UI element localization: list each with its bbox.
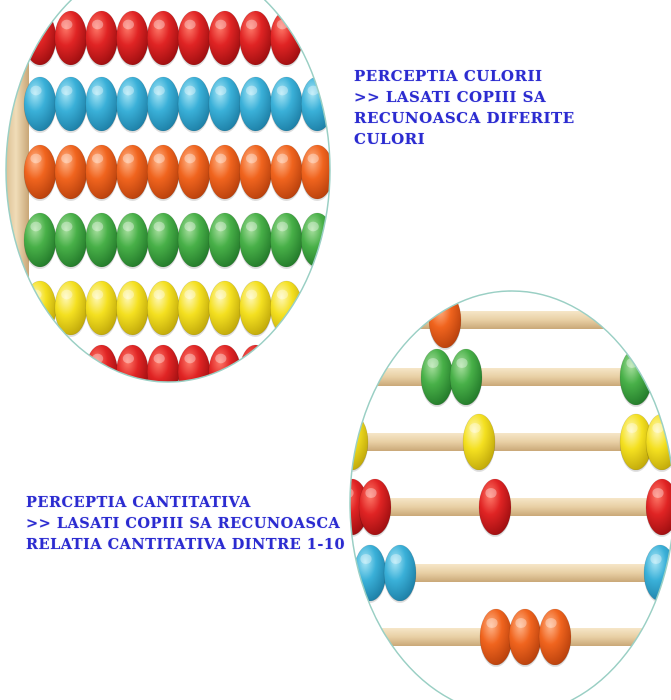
green-bead (619, 348, 653, 407)
orange-bead (270, 144, 303, 201)
blue-bead (270, 76, 303, 133)
yellow-bead (146, 280, 180, 337)
yellow-bead (300, 280, 330, 337)
orange-bead (479, 608, 513, 667)
green-bead (208, 212, 242, 269)
blue-bead (208, 76, 242, 133)
green-bead (300, 212, 330, 269)
red-bead (54, 10, 88, 67)
caption-line: >> LASATI COPIII SA (354, 88, 547, 106)
red-bead (54, 344, 88, 382)
red-bead (116, 10, 149, 67)
red-bead (23, 344, 57, 382)
yellow-bead (54, 280, 88, 337)
green-bead (146, 212, 180, 269)
blue-bead (116, 76, 149, 133)
yellow-bead (350, 413, 369, 472)
color-perception-caption: PERCEPTIA CULORII >> LASATI COPIII SA RE… (354, 66, 575, 150)
red-bead (177, 344, 211, 382)
blue-bead (85, 76, 118, 133)
yellow-bead (116, 280, 149, 337)
green-bead (270, 212, 303, 269)
orange-bead (23, 144, 57, 201)
red-bead (239, 344, 272, 382)
caption-line: PERCEPTIA CULORII (354, 67, 543, 85)
red-bead (85, 10, 118, 67)
bottom-closeup-outline (349, 290, 671, 700)
green-bead (420, 348, 454, 407)
caption-line: PERCEPTIA CANTITATIVA (26, 494, 251, 511)
blue-bead (177, 76, 211, 133)
red-bead (85, 344, 118, 382)
caption-line: >> LASATI COPIII SA RECUNOASCA (26, 515, 341, 532)
orange-bead (85, 144, 118, 201)
caption-line: CULORI (354, 130, 426, 148)
orange-bead (177, 144, 211, 201)
green-bead (23, 212, 57, 269)
orange-bead (146, 144, 180, 201)
yellow-bead (619, 413, 653, 472)
red-bead (645, 478, 671, 537)
wooden-rod-row (350, 608, 671, 667)
orange-bead-row (23, 144, 330, 201)
quantity-perception-caption: PERCEPTIA CANTITATIVA >> LASATI COPIII S… (26, 492, 345, 555)
top-closeup-outline (5, 0, 331, 383)
orange-bead (300, 144, 330, 201)
wooden-rod-row (350, 478, 671, 537)
green-bead (449, 348, 483, 407)
green-bead (116, 212, 149, 269)
red-bead (300, 344, 330, 382)
red-bead (239, 10, 272, 67)
red-bead (270, 10, 303, 67)
wooden-frame (6, 0, 29, 382)
blue-bead (383, 544, 417, 603)
blue-bead (146, 76, 180, 133)
yellow-bead (462, 413, 496, 472)
red-bead (270, 344, 303, 382)
blue-bead-row (23, 76, 330, 133)
orange-bead (208, 144, 242, 201)
yellow-bead (85, 280, 118, 337)
caption-line: RELATIA CANTITATIVA DINTRE 1-10 (26, 536, 346, 553)
yellow-bead (208, 280, 242, 337)
blue-bead (23, 76, 57, 133)
blue-bead (54, 76, 88, 133)
yellow-bead (177, 280, 211, 337)
red-bead (177, 10, 211, 67)
top-abacus-closeup (6, 0, 330, 382)
orange-bead (54, 144, 88, 201)
caption-line: RECUNOASCA DIFERITE (354, 109, 575, 127)
blue-bead (239, 76, 272, 133)
yellow-bead (239, 280, 272, 337)
red-bead (358, 478, 392, 537)
green-bead (54, 212, 88, 269)
red-bead (146, 10, 180, 67)
yellow-bead (23, 280, 57, 337)
green-bead (85, 212, 118, 269)
orange-bead (116, 144, 149, 201)
orange-bead (239, 144, 272, 201)
red-bead (478, 478, 512, 537)
green-bead (177, 212, 211, 269)
orange-bead (508, 608, 542, 667)
green-bead-row (23, 212, 330, 269)
red-bead-row (23, 344, 330, 382)
green-bead (239, 212, 272, 269)
orange-bead (428, 291, 462, 350)
orange-bead (538, 608, 572, 667)
red-bead (146, 344, 180, 382)
red-bead (208, 10, 242, 67)
